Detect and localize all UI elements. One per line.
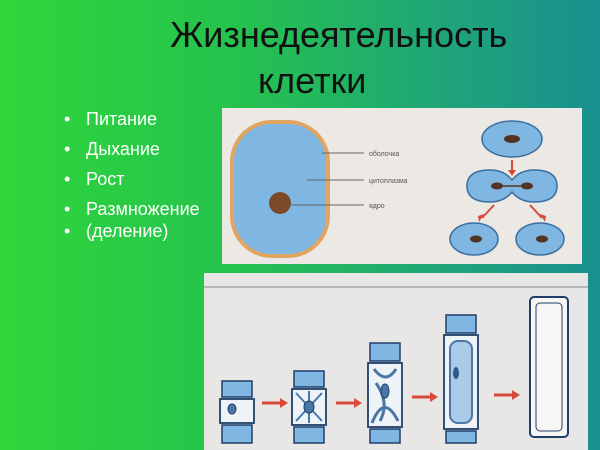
cell-membrane — [230, 120, 330, 258]
cell-diagram-svg: оболочка цитоплазма ядро — [230, 120, 565, 258]
bullet-item: Размножение — [62, 198, 200, 220]
growth-stage-2 — [291, 370, 327, 444]
growth-arrow-2-head — [354, 398, 362, 408]
bullet-item: Дыхание — [62, 138, 200, 160]
label-nucleus: ядро — [369, 203, 385, 210]
nucleus-2b — [521, 182, 533, 190]
label-membrane: оболочка — [369, 150, 399, 158]
arrow-left — [481, 204, 495, 219]
growth-stage-3 — [367, 342, 403, 444]
bullet-item: Питание — [62, 108, 200, 130]
growth-diagram-svg — [204, 286, 588, 444]
bullet-item: Рост — [62, 168, 200, 190]
arrow-right-head — [540, 214, 546, 222]
plant-cell-growth-figure — [204, 273, 588, 450]
arrow-head-1 — [508, 170, 516, 176]
cell-structure-figure: оболочка цитоплазма ядро — [222, 108, 582, 264]
title-line-1: Жизнедеятельность — [170, 14, 508, 55]
nucleus-2a — [491, 182, 503, 190]
arrow-left-head — [478, 214, 484, 222]
bullet-item-continuation: (деление) — [62, 220, 200, 242]
label-cytoplasm: цитоплазма — [369, 178, 408, 185]
growth-stage-1 — [219, 380, 255, 444]
arrow-right — [529, 204, 543, 219]
growth-arrow-4-head — [512, 390, 520, 400]
title-line-2: клетки — [258, 60, 367, 101]
bullet-list: Питание Дыхание Рост Размножение (делени… — [62, 108, 200, 250]
cell-nucleus — [269, 192, 291, 214]
daughter-nucleus-left — [470, 235, 482, 243]
growth-arrow-3-head — [430, 392, 438, 402]
growth-arrow-1-head — [280, 398, 288, 408]
growth-stage-4 — [443, 314, 479, 444]
daughter-nucleus-right — [536, 235, 548, 243]
nucleus-1 — [504, 135, 520, 143]
growth-stage-5 — [529, 296, 569, 438]
